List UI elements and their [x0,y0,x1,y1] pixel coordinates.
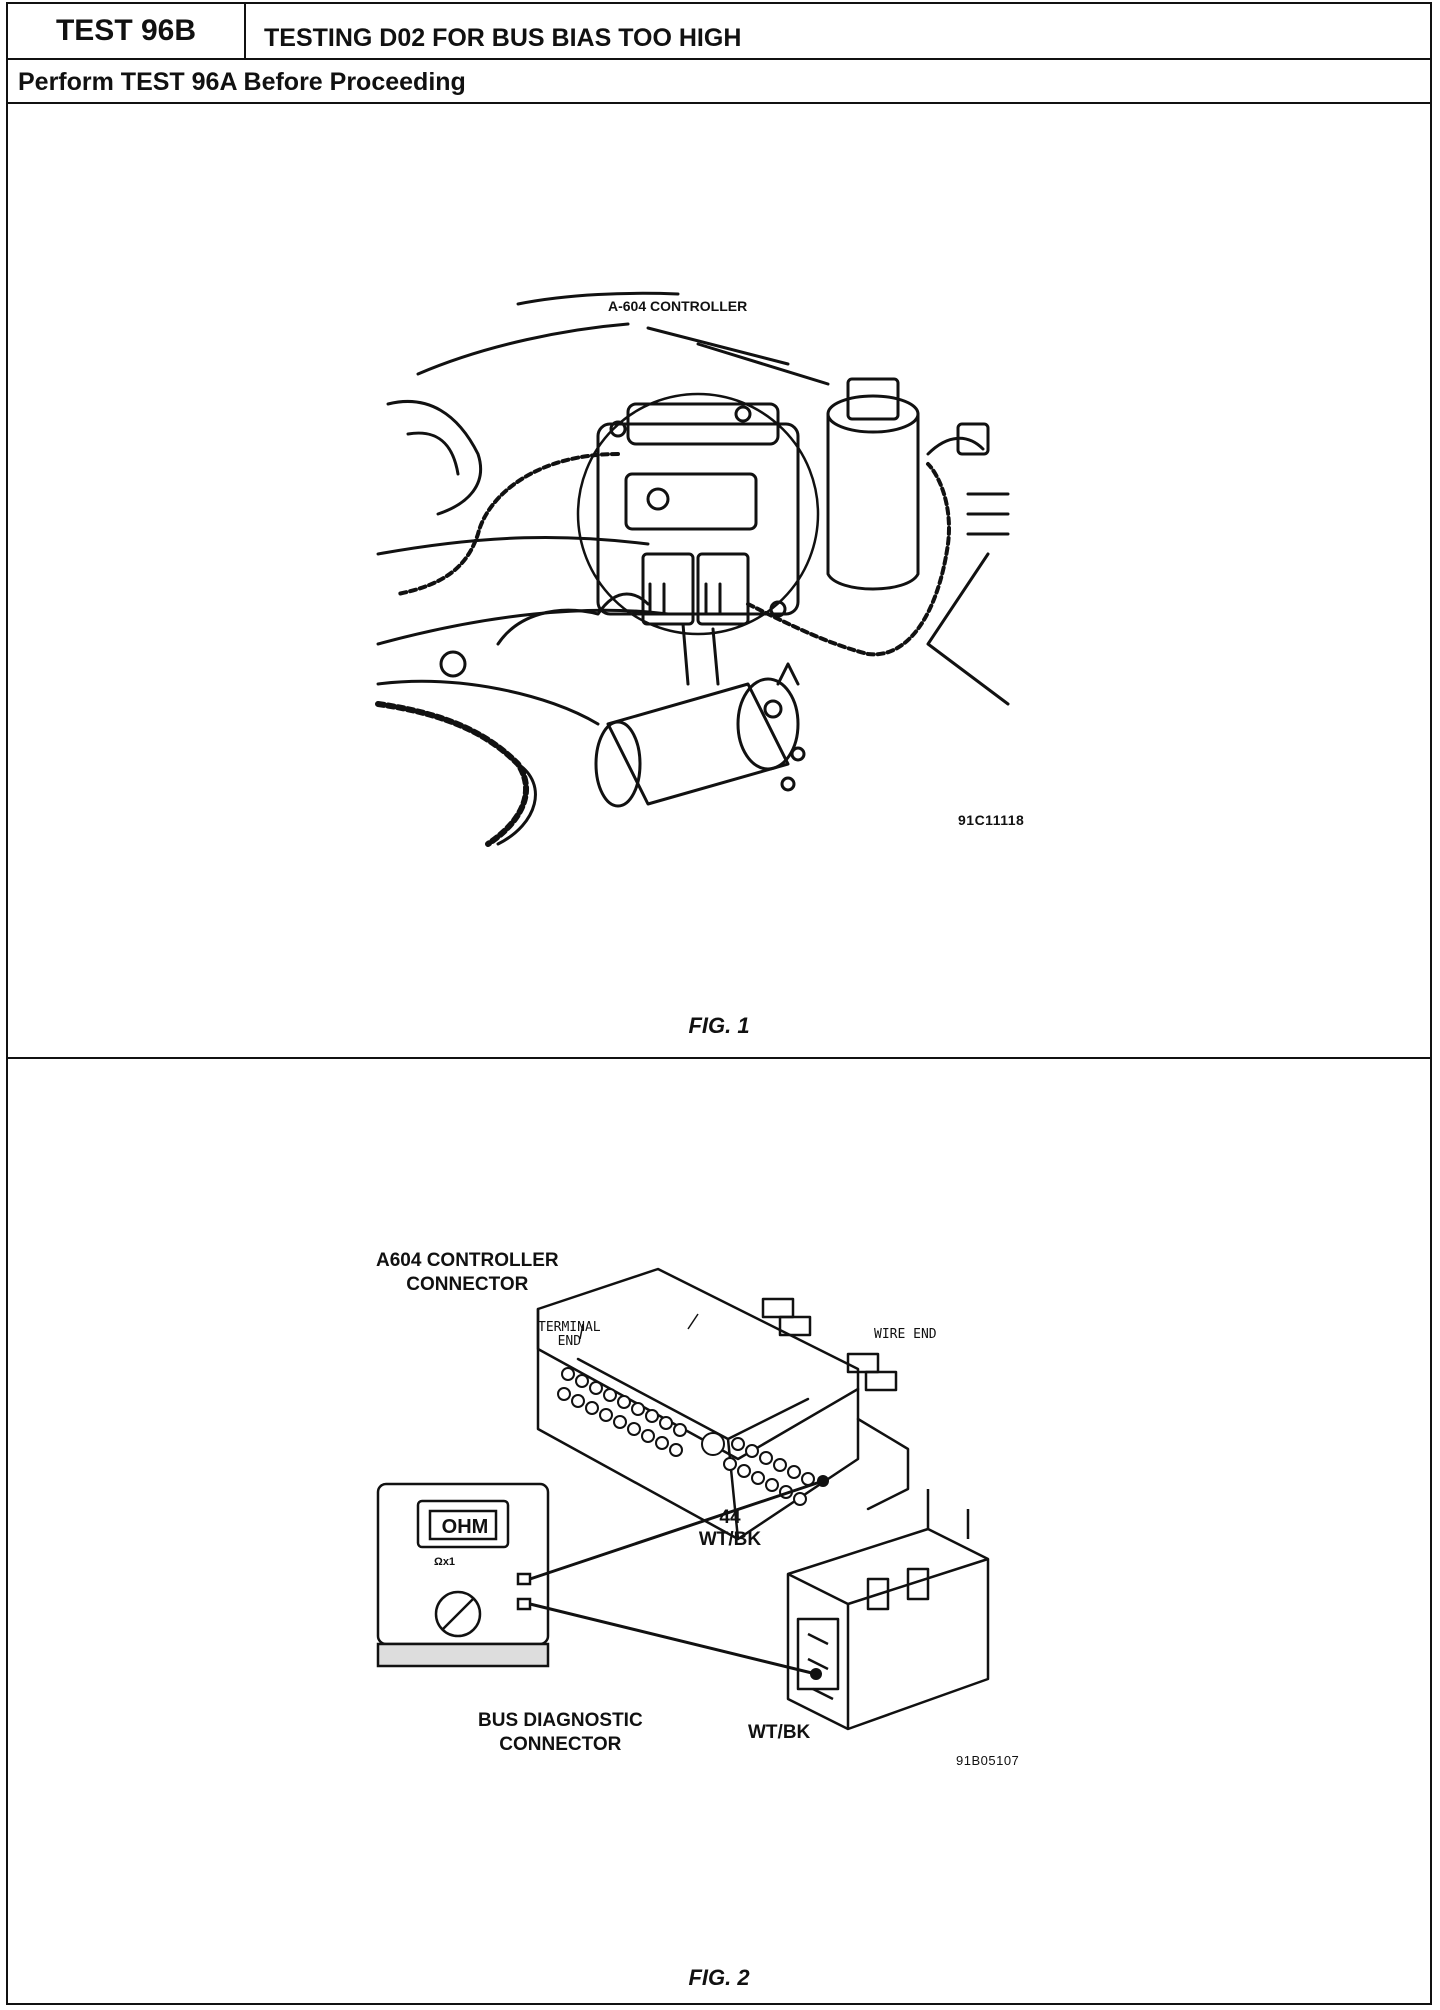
figure-1-caption: FIG. 1 [688,1013,750,1038]
wire-end-label: WIRE END [874,1327,937,1342]
ohmmeter-range: Ωx1 [434,1556,456,1568]
bus-wire-label: WT/BK [748,1722,811,1743]
ohmmeter [376,1482,550,1668]
engine-edge [926,552,1010,706]
figure-2-caption: FIG. 2 [688,1965,750,1990]
figure-2-panel: A604 CONTROLLER CONNECTOR TERMINAL END W… [8,1059,1430,2003]
test-lead-1 [529,1479,824,1581]
bus-diagnostic-connector [786,1489,990,1731]
test-header: TEST 96B TESTING D02 FOR BUS BIAS TOO HI… [8,4,1430,60]
hood-edge-3 [696,342,830,386]
figure-2-code: 91B05107 [956,1753,1020,1768]
wiring-harness-3 [375,701,530,847]
tray-line-2 [376,679,600,726]
relay-canister [826,412,920,591]
controller-connector-body [536,1267,860,1541]
hood-edge-2 [416,322,630,376]
test-id: TEST 96B [8,4,246,58]
ohmmeter-display: OHM [441,1516,489,1538]
fender-curve [386,399,483,516]
controller-plug [624,472,758,531]
controller-callout-circle [576,392,820,636]
test-title: TESTING D02 FOR BUS BIAS TOO HIGH [264,24,742,52]
wiring-harness-1 [396,452,620,596]
controller-connector-label: A604 CONTROLLER CONNECTOR [376,1250,559,1295]
terminal-cavities [557,1367,815,1506]
hood-edge-4 [646,326,790,366]
fender-inner [406,431,460,476]
figure-1-code: 91C11118 [958,812,1025,828]
ignition-coil [606,682,790,806]
firewall-line [376,535,650,556]
terminal-end-label: TERMINAL END [538,1320,601,1349]
tray-line [376,608,670,646]
figure-1-illustration [375,291,1010,847]
figure-1-label-text: A-604 CONTROLLER [608,298,748,314]
bus-connector-label: BUS DIAGNOSTIC CONNECTOR [478,1710,643,1755]
figure-1-panel: A-604 CONTROLLER 91C11118 FIG. 1 [8,104,1430,1059]
test-page: TEST 96B TESTING D02 FOR BUS BIAS TOO HI… [6,2,1432,2005]
figure-2-illustration [376,1267,990,1731]
prerequisite-note: Perform TEST 96A Before Proceeding [8,60,1430,104]
pin-44-label: 44 WT/BK [698,1507,762,1550]
wiring-harness-2 [746,462,951,657]
hood-edge-1 [516,291,680,306]
test-lead-2 [529,1602,817,1676]
